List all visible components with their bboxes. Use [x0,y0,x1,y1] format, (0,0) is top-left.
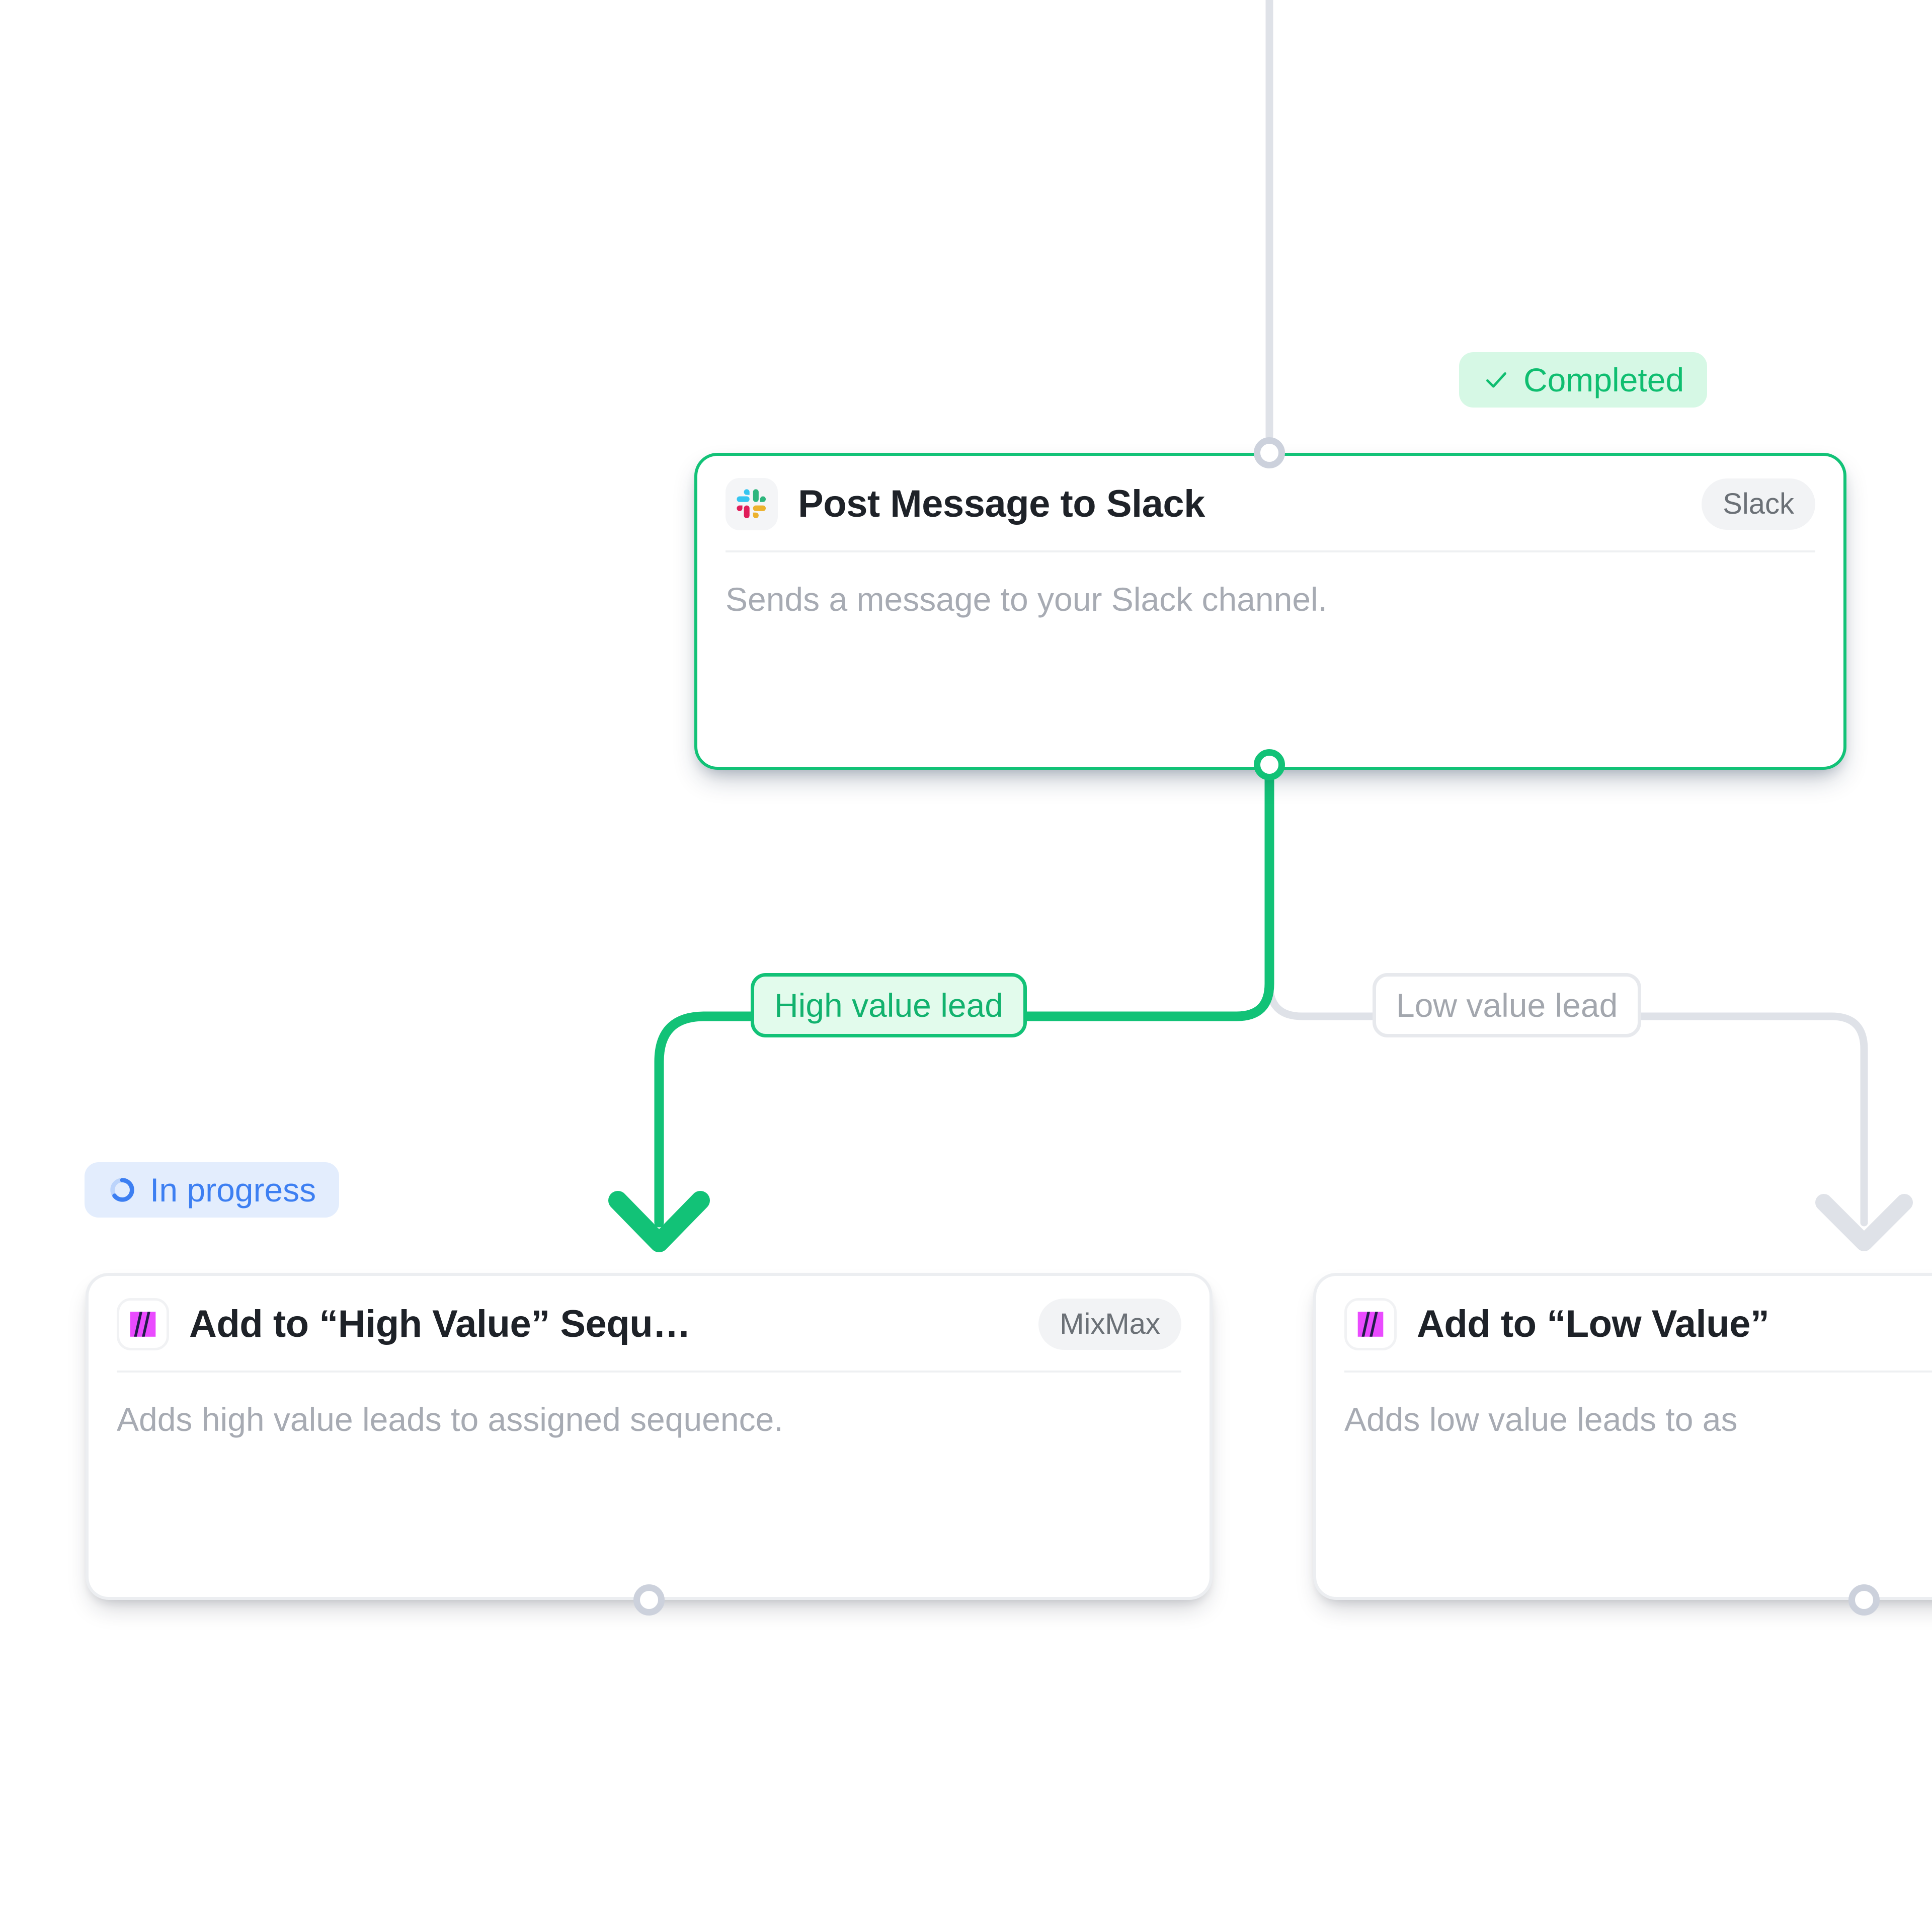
node-add-high-value-sequence[interactable]: Add to “High Value” Sequ… MixMax Adds hi… [86,1273,1213,1600]
edge-label-text: Low value lead [1396,987,1618,1024]
node-description: Adds low value leads to as [1344,1401,1738,1438]
node-header: Add to “High Value” Sequ… MixMax [89,1276,1210,1371]
slack-icon [726,478,778,530]
node-title: Post Message to Slack [798,482,1205,526]
node-description: Sends a message to your Slack channel. [726,581,1328,618]
mixmax-icon [1344,1298,1397,1350]
node-header: Post Message to Slack Slack [697,456,1843,550]
node-port-source-bottom[interactable] [1848,1584,1880,1616]
spinner-icon [108,1175,137,1204]
node-port-source-bottom[interactable] [633,1584,665,1616]
node-header: Add to “Low Value” [1316,1276,1932,1371]
edge-low-value-arrow [1815,1194,1913,1251]
node-description: Adds high value leads to assigned sequen… [117,1401,783,1438]
node-divider [1344,1371,1932,1373]
edge-label-low-value[interactable]: Low value lead [1373,973,1642,1037]
status-badge-in-progress: In progress [85,1162,340,1218]
node-port-target-top[interactable] [1254,437,1285,468]
node-title: Add to “High Value” Sequ… [189,1303,691,1346]
node-divider [726,550,1815,552]
node-app-tag: MixMax [1038,1299,1181,1350]
edge-label-high-value[interactable]: High value lead [751,973,1027,1037]
status-badge-completed: Completed [1459,352,1708,408]
node-title: Add to “Low Value” [1417,1303,1769,1346]
status-badge-label: Completed [1523,361,1684,398]
mixmax-icon [117,1298,169,1350]
status-badge-label: In progress [150,1171,316,1209]
node-app-tag: Slack [1702,478,1815,530]
edge-label-text: High value lead [774,987,1003,1024]
edge-high-value-arrow [608,1191,710,1252]
check-icon [1482,366,1510,394]
node-port-source-bottom[interactable] [1254,749,1285,780]
node-divider [117,1371,1181,1373]
node-post-message-to-slack[interactable]: Post Message to Slack Slack Sends a mess… [694,453,1846,770]
node-add-low-value-sequence[interactable]: Add to “Low Value” Adds low value leads … [1313,1273,1932,1600]
